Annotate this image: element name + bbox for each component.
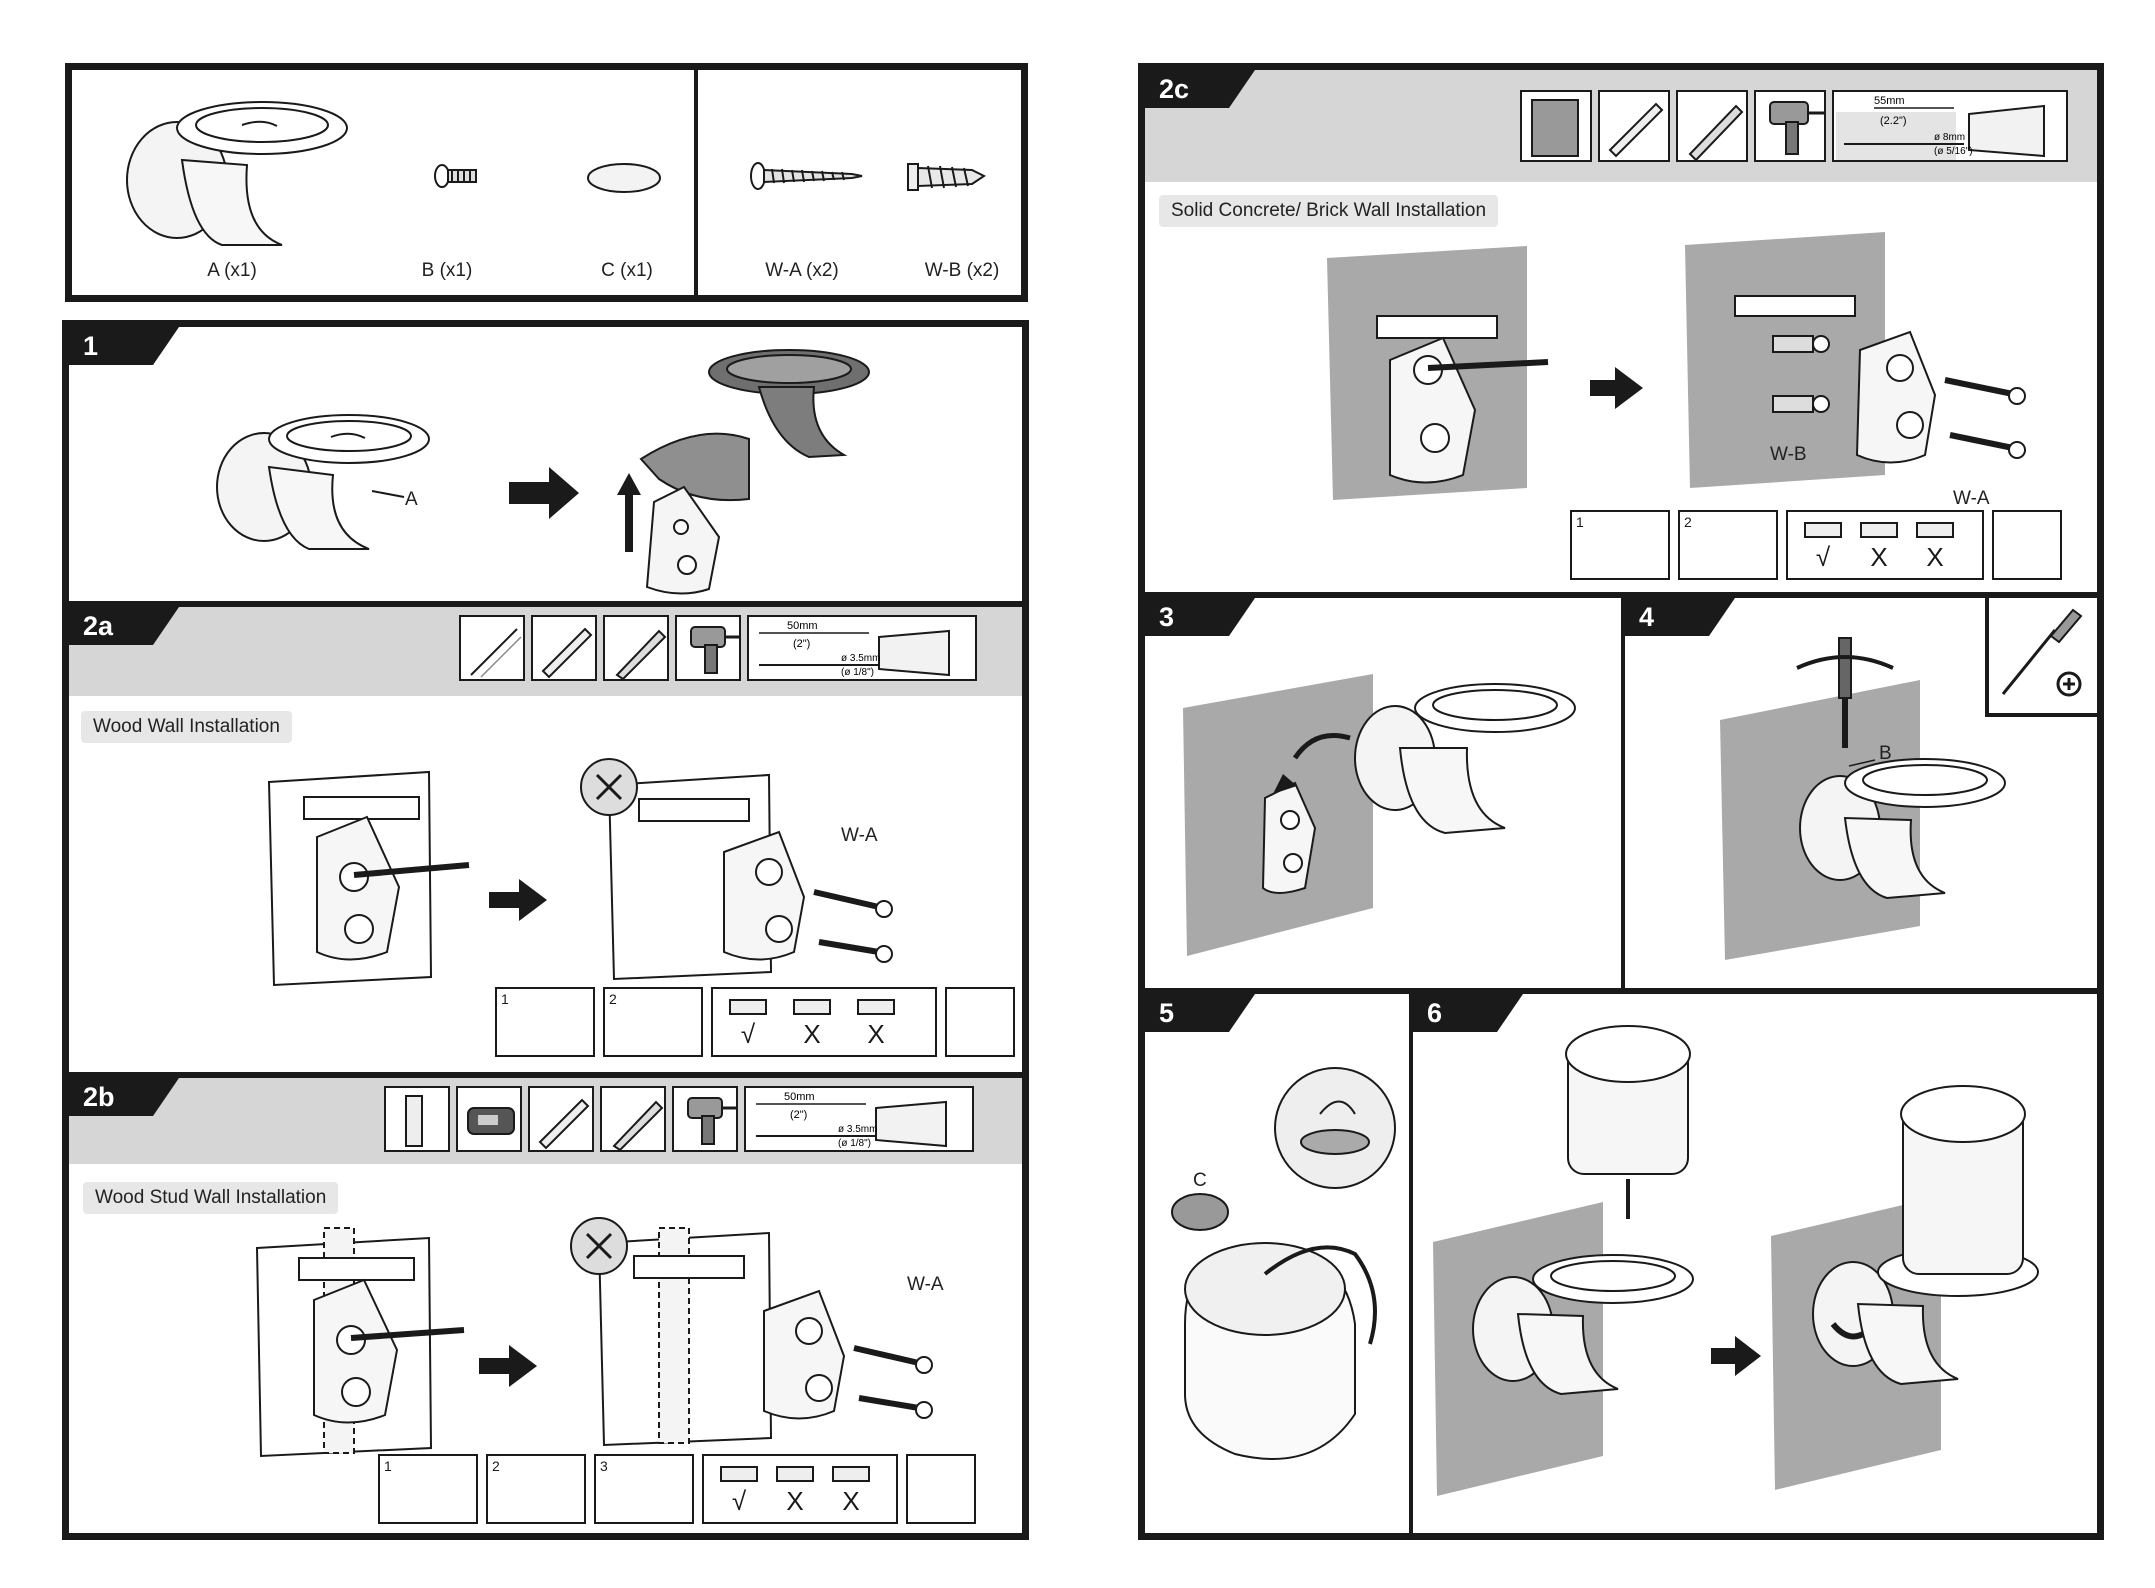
- level-bad-mark-2: X: [1926, 542, 1943, 572]
- part-a-bracket-icon: [127, 102, 347, 245]
- step-5-illustration: [1145, 994, 1409, 1533]
- part-wa-label: W-A (x2): [742, 260, 862, 282]
- part-c-label: C (x1): [572, 260, 682, 282]
- step-2b-check-2: 2: [486, 1454, 586, 1524]
- step-2a-callout-wa: W-A: [841, 825, 878, 847]
- step-2c-callout-wb: W-B: [1770, 444, 1807, 466]
- right-steps-box: 2c 55mm (2.2") ø 8mm (ø 5/16") Solid Con…: [1138, 63, 2104, 1540]
- step-2b-panel: 2b 50mm (2") ø 3.5mm (ø 1/8") Wood Stud …: [69, 1072, 1022, 1533]
- step-1-panel: 1: [69, 327, 1022, 601]
- parts-list-box: A (x1) B (x1) C (x1) W-A (x2) W-B (x2): [65, 63, 1028, 302]
- step-2a-drill-screw-icon: [945, 987, 1015, 1057]
- step-6-arrow-icon: [1711, 1336, 1761, 1376]
- level-ok-mark: √: [741, 1019, 755, 1049]
- step-4-callout-b: B: [1879, 743, 1892, 765]
- step-2b-check-3: 3: [594, 1454, 694, 1524]
- level-ok-mark: √: [732, 1486, 746, 1516]
- step-4-illustration: [1625, 598, 2097, 988]
- step-2a-check-2: 2: [603, 987, 703, 1057]
- step-2c-arrow-icon: [1590, 367, 1643, 409]
- level-ok-mark: √: [1816, 542, 1830, 572]
- part-wa-screw-icon: [751, 163, 862, 189]
- part-a-label: A (x1): [162, 260, 302, 282]
- level-bad-mark-1: X: [1870, 542, 1887, 572]
- step-2b-arrow-icon: [479, 1345, 537, 1387]
- level-bad-mark-1: X: [786, 1486, 803, 1516]
- level-bad-mark-2: X: [842, 1486, 859, 1516]
- step-2a-panel: 2a 50mm (2") ø 3.5mm (ø 1/8") Wood Wall …: [69, 601, 1022, 1072]
- step-2b-callout-wa: W-A: [907, 1274, 944, 1296]
- step-2c-drill-screw-icon: [1992, 510, 2062, 580]
- part-b-screw-icon: [435, 165, 476, 187]
- step-6-illustration: [1413, 994, 2097, 1533]
- step-1-callout-a: A: [405, 489, 418, 511]
- step-2c-check-2: 2: [1678, 510, 1778, 580]
- step-3-panel: 3: [1145, 592, 1621, 988]
- part-wb-anchor-icon: [908, 164, 984, 190]
- step-2c-level-check: √ X X: [1786, 510, 1984, 580]
- step-2a-level-check: √ X X: [711, 987, 937, 1057]
- step-5-callout-c: C: [1193, 1170, 1207, 1192]
- part-c-pad-icon: [588, 164, 660, 192]
- step-2c-panel: 2c 55mm (2.2") ø 8mm (ø 5/16") Solid Con…: [1145, 70, 2097, 592]
- level-bad-mark-1: X: [803, 1019, 820, 1049]
- step-2a-check-1: 1: [495, 987, 595, 1057]
- step-2b-level-check: √ X X: [702, 1454, 898, 1524]
- level-bad-mark-2: X: [867, 1019, 884, 1049]
- step-4-panel: 4 B: [1621, 592, 2097, 988]
- step-6-panel: 6: [1409, 988, 2097, 1533]
- step-2b-check-1: 1: [378, 1454, 478, 1524]
- step-2a-check-row: 1 2 √ X X: [495, 987, 1015, 1057]
- step-5-panel: 5 C: [1145, 988, 1409, 1533]
- step-1-illustration: [69, 327, 1022, 601]
- step-2a-arrow-icon: [489, 879, 547, 921]
- left-steps-box: 1: [62, 320, 1029, 1540]
- step-1-up-arrow-icon: [617, 473, 641, 552]
- part-wb-label: W-B (x2): [902, 260, 1022, 282]
- step-2b-check-row: 1 2 3 √ X X: [378, 1454, 976, 1524]
- part-b-label: B (x1): [392, 260, 502, 282]
- step-2c-callout-wa: W-A: [1953, 488, 1990, 510]
- step-2c-check-row: 1 2 √ X X: [1570, 510, 2062, 580]
- step-1-arrow-icon: [509, 467, 579, 519]
- step-2c-check-1: 1: [1570, 510, 1670, 580]
- step-2b-drill-screw-icon: [906, 1454, 976, 1524]
- step-3-illustration: [1145, 598, 1621, 988]
